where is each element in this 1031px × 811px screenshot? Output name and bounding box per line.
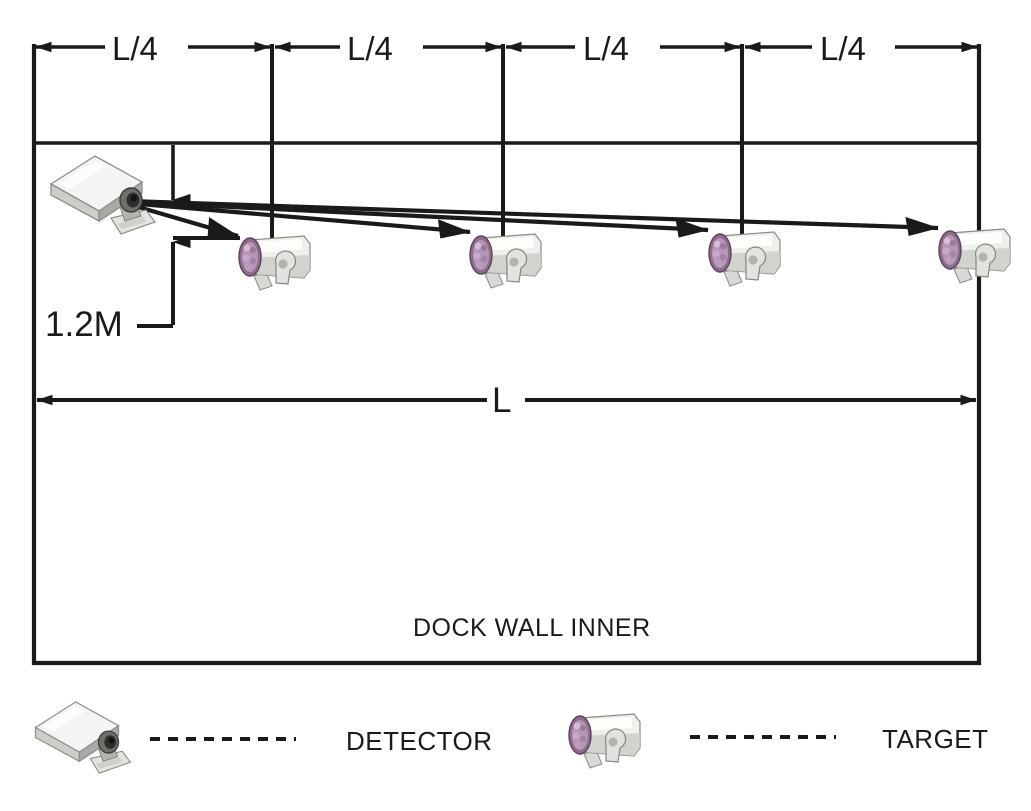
legend-label-target: TARGET — [882, 724, 989, 754]
height-dimension-leader — [137, 235, 240, 328]
segment-label-1: L/4 — [112, 30, 158, 67]
total-length-label: L — [492, 381, 512, 420]
target-icon — [708, 231, 781, 287]
segment-label-2: L/4 — [347, 30, 393, 67]
legend-detector-icon — [34, 701, 132, 774]
target-icon — [938, 228, 1011, 284]
detector-icon — [49, 155, 156, 235]
detection-beam-lines — [127, 198, 939, 239]
legend-target-icon — [568, 713, 641, 769]
dock-wall-label: DOCK WALL INNER — [413, 614, 651, 642]
target-icon — [238, 235, 311, 291]
height-label: 1.2M — [45, 305, 123, 344]
target-icon — [469, 233, 542, 289]
segment-label-4: L/4 — [820, 30, 866, 67]
legend-label-detector: DETECTOR — [346, 726, 493, 756]
segment-label-3: L/4 — [583, 30, 629, 67]
dock-wall-outline — [31, 44, 982, 666]
